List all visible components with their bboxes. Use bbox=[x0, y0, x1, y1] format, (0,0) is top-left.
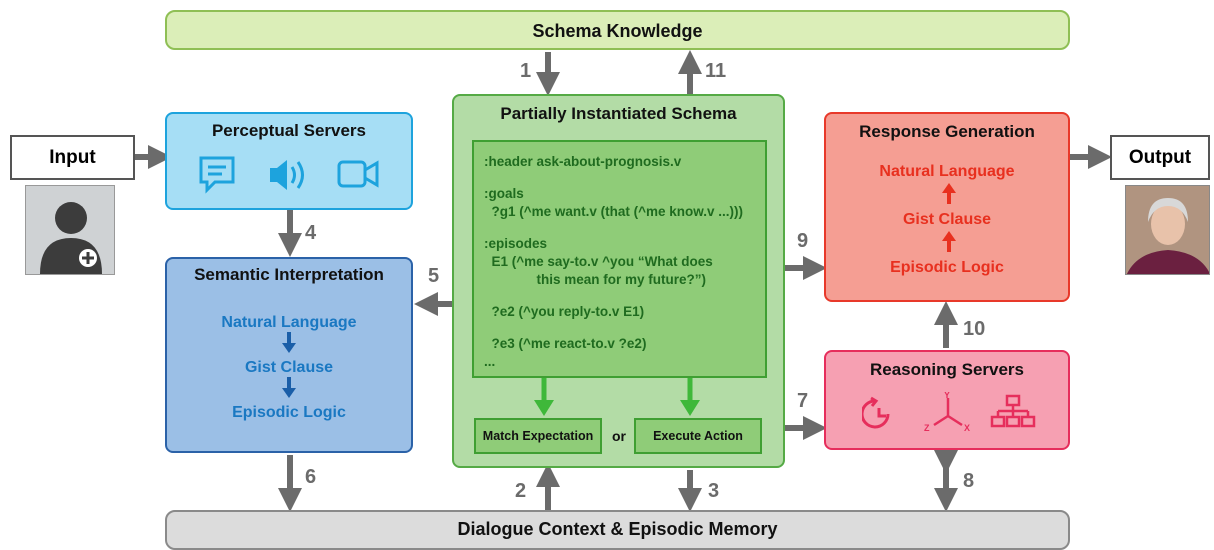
schema-line-goals: :goals bbox=[484, 186, 524, 201]
axis-y-label: Y bbox=[944, 392, 950, 400]
reasoning-servers-box: Reasoning Servers Y Z X bbox=[824, 350, 1070, 450]
xyz-axes-icon: Y Z X bbox=[924, 392, 970, 433]
down-arrow-icon bbox=[282, 332, 296, 353]
schema-line-ellipsis: ... bbox=[484, 354, 496, 369]
output-label: Output bbox=[1128, 147, 1192, 168]
user-avatar bbox=[25, 185, 115, 275]
perceptual-servers-box: Perceptual Servers bbox=[165, 112, 413, 210]
step-number-1: 1 bbox=[520, 60, 532, 82]
patient-portrait-icon bbox=[1126, 186, 1209, 274]
input-label: Input bbox=[49, 147, 96, 168]
schema-line-e1: E1 (^me say-to.v ^you “What does bbox=[484, 254, 713, 269]
match-expectation-label: Match Expectation bbox=[482, 429, 594, 443]
up-arrow-icon bbox=[942, 231, 956, 252]
response-step-episodic-logic: Episodic Logic bbox=[890, 259, 1004, 276]
green-down-arrow-icon bbox=[680, 378, 700, 416]
dialogue-memory-label: Dialogue Context & Episodic Memory bbox=[457, 519, 778, 539]
response-step-gist-clause: Gist Clause bbox=[902, 211, 992, 228]
schema-line-header: :header ask-about-prognosis.v bbox=[484, 154, 682, 169]
step-number-3: 3 bbox=[708, 480, 720, 502]
schema-line-episodes: :episodes bbox=[484, 236, 548, 251]
clock-history-icon bbox=[862, 396, 890, 429]
semantic-interpretation-box: Semantic Interpretation Natural Language… bbox=[165, 257, 413, 453]
schema-inner-box: :header ask-about-prognosis.v :goals ?g1… bbox=[472, 140, 767, 378]
video-camera-icon bbox=[337, 160, 379, 188]
patient-photo bbox=[1125, 185, 1210, 275]
schema-line-e3: ?e3 (^me react-to.v ?e2) bbox=[484, 336, 647, 351]
reasoning-icons: Y Z X bbox=[862, 392, 1036, 433]
schema-knowledge-bar: Schema Knowledge bbox=[165, 10, 1070, 50]
step-number-6: 6 bbox=[305, 466, 317, 488]
hierarchy-icon bbox=[990, 394, 1036, 428]
green-down-arrow-icon bbox=[534, 378, 554, 416]
match-expectation-box: Match Expectation bbox=[474, 418, 602, 454]
step-number-8: 8 bbox=[963, 470, 975, 492]
schema-line-g1: ?g1 (^me want.v (that (^me know.v ...))) bbox=[484, 204, 744, 219]
axis-z-label: Z bbox=[924, 423, 930, 433]
step-number-11: 11 bbox=[705, 60, 727, 82]
schema-line-e2: ?e2 (^you reply-to.v E1) bbox=[484, 304, 645, 319]
semantic-step-natural-language: Natural Language bbox=[221, 314, 357, 331]
input-box: Input bbox=[10, 135, 135, 180]
response-step-natural-language: Natural Language bbox=[879, 163, 1015, 180]
chat-bubble-icon bbox=[199, 156, 235, 194]
doctor-icon bbox=[40, 202, 102, 274]
perceptual-icons bbox=[199, 156, 379, 194]
schema-title: Partially Instantiated Schema bbox=[500, 104, 737, 123]
execute-action-label: Execute Action bbox=[653, 429, 743, 443]
step-number-5: 5 bbox=[428, 265, 440, 287]
step-number-4: 4 bbox=[305, 222, 317, 244]
dialogue-memory-bar: Dialogue Context & Episodic Memory bbox=[165, 510, 1070, 550]
step-number-9: 9 bbox=[797, 230, 809, 252]
reasoning-servers-title: Reasoning Servers bbox=[869, 360, 1024, 379]
axis-x-label: X bbox=[964, 423, 970, 433]
execute-action-box: Execute Action bbox=[634, 418, 762, 454]
schema-box: Partially Instantiated Schema :header as… bbox=[452, 94, 785, 468]
semantic-step-episodic-logic: Episodic Logic bbox=[232, 404, 346, 421]
response-generation-title: Response Generation bbox=[859, 122, 1035, 141]
step-number-7: 7 bbox=[797, 390, 809, 412]
schema-knowledge-label: Schema Knowledge bbox=[532, 21, 703, 41]
schema-line-e1-cont: this mean for my future?”) bbox=[484, 272, 707, 287]
perceptual-servers-title: Perceptual Servers bbox=[211, 121, 367, 140]
semantic-interpretation-title: Semantic Interpretation bbox=[194, 265, 384, 284]
step-number-10: 10 bbox=[963, 318, 986, 340]
response-generation-box: Response Generation Natural Language Gis… bbox=[824, 112, 1070, 302]
up-arrow-icon bbox=[942, 183, 956, 204]
down-arrow-icon bbox=[282, 377, 296, 398]
or-label: or bbox=[612, 428, 626, 444]
step-number-2: 2 bbox=[515, 480, 527, 502]
speaker-icon bbox=[270, 160, 304, 190]
output-box: Output bbox=[1110, 135, 1210, 180]
semantic-step-gist-clause: Gist Clause bbox=[244, 359, 334, 376]
